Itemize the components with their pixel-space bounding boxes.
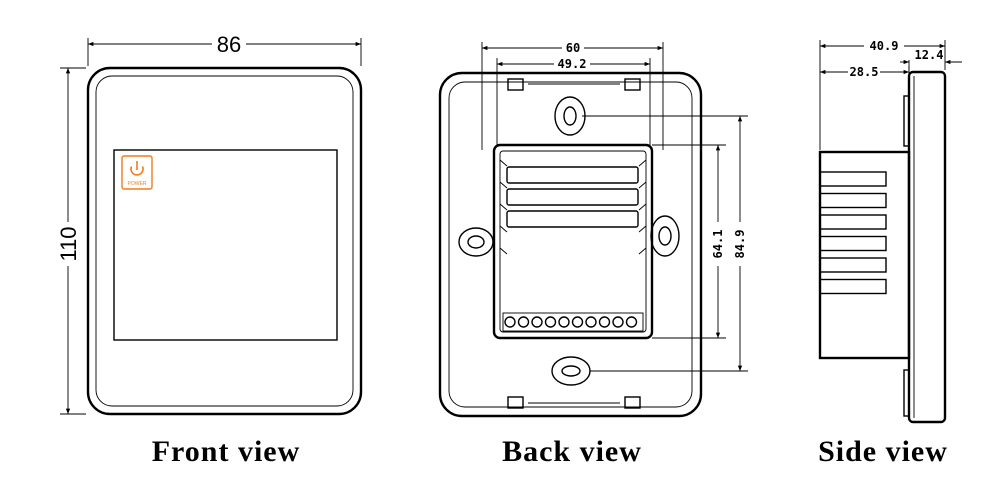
back-height-inner-dimension: 64.1: [652, 144, 726, 339]
side-view: 40.9 28.5 12.4 Side view: [818, 39, 962, 468]
side-fin: [819, 278, 887, 295]
side-fin: [819, 257, 887, 273]
back-width-inner-label: 49.2: [558, 57, 587, 71]
terminal-housing: [492, 143, 654, 340]
side-depth-front-dimension: 12.4: [900, 48, 962, 70]
terminal-screw: [558, 316, 570, 328]
terminal-screws: [504, 316, 638, 328]
mounting-hole-right: [650, 215, 680, 257]
terminal-screw: [625, 316, 638, 328]
terminal-screw: [598, 316, 611, 328]
back-width-outer-label: 60: [566, 41, 580, 55]
clip-notches: [507, 78, 641, 409]
front-width-label: 86: [217, 32, 241, 57]
mounting-hole-left: [458, 227, 494, 257]
side-view-caption: Side view: [818, 435, 948, 468]
side-depth-total-dimension: 40.9: [819, 39, 946, 150]
side-fin: [819, 235, 887, 252]
mounting-hole-top: [554, 96, 586, 136]
front-height-label: 110: [56, 226, 81, 261]
front-view: POWER 86 110 Front view: [56, 32, 363, 468]
wire-slot: [506, 166, 639, 184]
side-depth-body-dimension: 28.5: [820, 65, 910, 94]
side-depth-total-label: 40.9: [870, 39, 899, 53]
side-fin: [819, 171, 887, 187]
back-view: 60 49.2 64.1 84.9 Back view: [438, 41, 748, 468]
back-width-outer-dimension: 60: [481, 41, 664, 150]
back-height-outer-dimension: 84.9: [582, 115, 748, 372]
front-screen: [113, 149, 338, 341]
back-height-outer-label: 84.9: [733, 230, 747, 259]
power-button-icon: POWER: [121, 155, 153, 190]
mounting-hole-bottom: [551, 356, 591, 386]
front-body: [86, 66, 363, 416]
wire-slot: [506, 188, 639, 206]
back-view-caption: Back view: [502, 435, 642, 468]
front-width-dimension: 86: [87, 32, 362, 66]
front-view-caption: Front view: [152, 435, 301, 468]
side-fin: [819, 192, 887, 209]
back-height-inner-label: 64.1: [711, 230, 725, 259]
back-width-inner-dimension: 49.2: [496, 57, 651, 145]
power-label: POWER: [128, 181, 147, 187]
side-fins: [819, 171, 887, 295]
side-backbox: [818, 150, 911, 360]
front-height-dimension: 110: [56, 67, 86, 415]
wire-slot: [506, 210, 639, 228]
terminal-screw: [544, 316, 557, 328]
side-depth-front-label: 12.4: [915, 48, 944, 62]
terminal-screw: [612, 316, 624, 328]
side-fin: [819, 214, 887, 230]
terminal-screw: [571, 316, 584, 328]
terminal-screw: [504, 316, 516, 328]
terminal-screw: [585, 316, 597, 328]
side-depth-body-label: 28.5: [850, 65, 879, 79]
terminal-screw: [531, 316, 543, 328]
terminal-screw: [517, 316, 530, 328]
back-frame: [438, 71, 703, 418]
